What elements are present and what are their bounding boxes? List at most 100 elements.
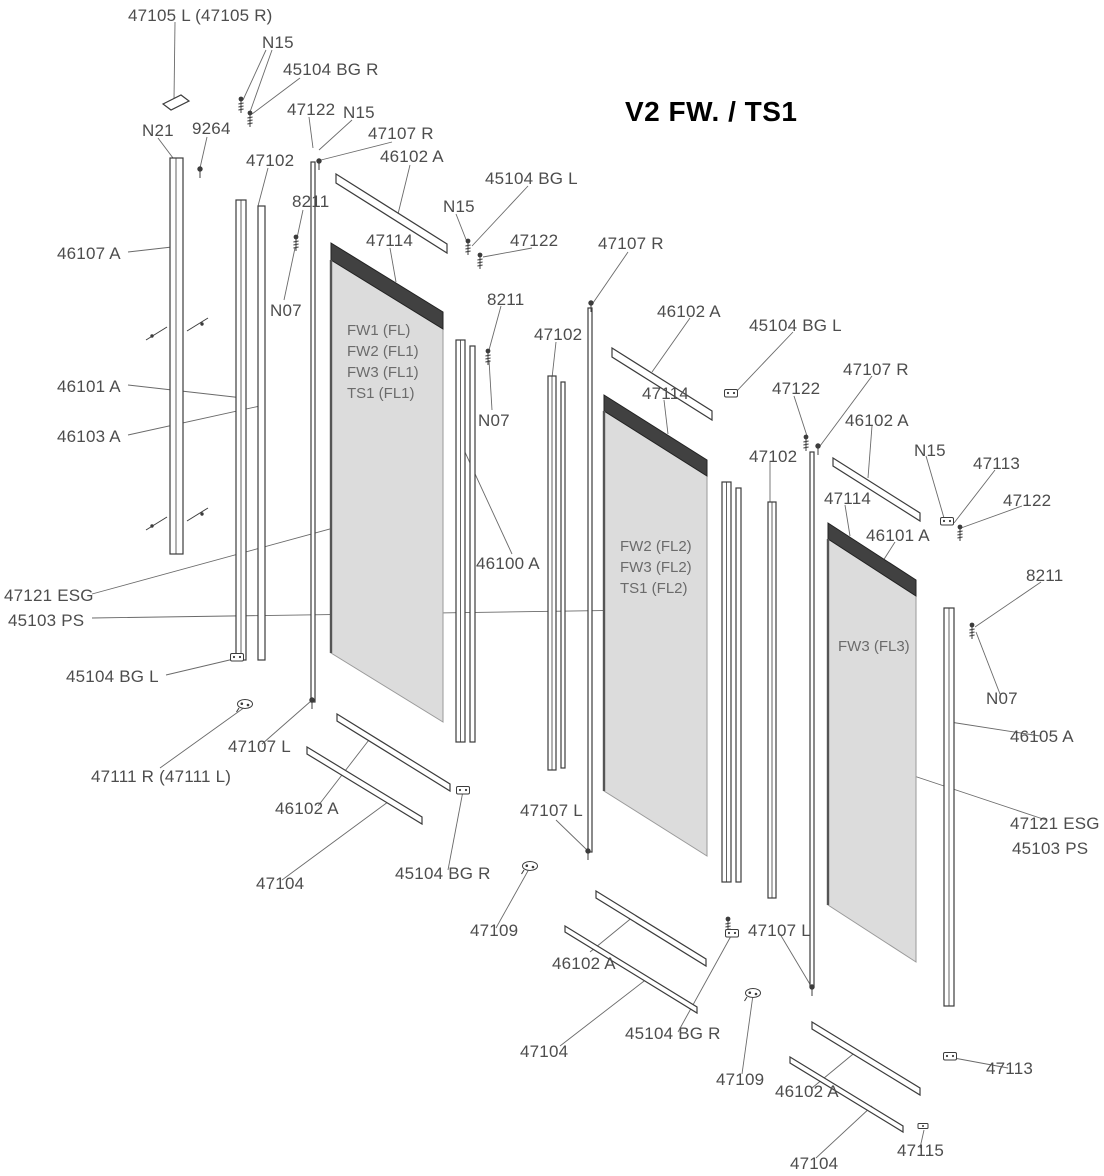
glass-panel-1-frame xyxy=(330,242,444,330)
hinge-47109-icon xyxy=(521,861,538,875)
bottom-rail-3 xyxy=(811,1020,921,1097)
bracket-47113-icon xyxy=(943,1052,957,1061)
bottom-rail-2 xyxy=(595,889,707,968)
part-label-46102-a: 46102 A xyxy=(275,799,339,818)
glass-marking-line: FW3 (FL3) xyxy=(838,638,910,655)
glass-marking-line: FW2 (FL2) xyxy=(620,538,692,555)
part-label-47109: 47109 xyxy=(470,921,519,940)
part-label-47121-esg: 47121 ESG xyxy=(4,586,94,605)
part-label-46105-a: 46105 A xyxy=(1010,727,1074,746)
part-label-45103-ps: 45103 PS xyxy=(8,611,85,630)
screw-47122-icon xyxy=(476,252,484,270)
part-label-46103-a: 46103 A xyxy=(57,427,121,446)
part-label-47107-l: 47107 L xyxy=(520,801,583,820)
part-label-45104-bg-r: 45104 BG R xyxy=(283,60,379,79)
glass-panel-1-marking: FW1 (FL) FW2 (FL1) FW3 (FL1) TS1 (FL1) xyxy=(347,320,419,404)
screw-n15-icon xyxy=(237,96,245,114)
pin-47107r-icon xyxy=(815,443,821,456)
part-label-47113: 47113 xyxy=(973,454,1021,473)
pin-47107r-icon xyxy=(316,158,322,171)
part-label-46100-a: 46100 A xyxy=(476,554,540,573)
part-label-n15: N15 xyxy=(262,33,294,52)
part-label-47104: 47104 xyxy=(520,1042,569,1061)
vertical-profiles xyxy=(161,94,955,1007)
part-label-46101-a: 46101 A xyxy=(866,526,930,545)
part-label-n21: N21 xyxy=(142,121,174,140)
part-label-46102-a: 46102 A xyxy=(552,954,616,973)
part-label-47105: 47105 L (47105 R) xyxy=(128,6,273,25)
part-label-8211: 8211 xyxy=(487,290,525,309)
part-label-n07: N07 xyxy=(986,689,1018,708)
part-label-47107-r: 47107 R xyxy=(368,124,434,143)
part-label-47109: 47109 xyxy=(716,1070,765,1089)
part-label-45104-bg-l: 45104 BG L xyxy=(485,169,578,188)
glass-marking-line: FW3 (FL2) xyxy=(620,559,692,576)
part-label-46107-a: 46107 A xyxy=(57,244,121,263)
part-label-47102: 47102 xyxy=(246,151,295,170)
glass-marking-line: TS1 (FL1) xyxy=(347,385,415,402)
glass-panel-2-frame xyxy=(603,394,708,477)
top-rail-1 xyxy=(335,172,448,255)
glass-panels xyxy=(329,242,917,963)
hinge-rod-3 xyxy=(809,451,815,987)
pin-47107l-icon xyxy=(809,984,815,997)
part-label-45104-bg-l: 45104 BG L xyxy=(66,667,159,686)
part-label-9264: 9264 xyxy=(192,119,231,138)
pin-47107l-icon xyxy=(309,697,315,710)
glass-marking-line: FW1 (FL) xyxy=(347,322,411,339)
part-label-n07: N07 xyxy=(478,411,510,430)
pin-9264-icon xyxy=(197,166,203,179)
part-label-47111: 47111 R (47111 L) xyxy=(91,767,232,786)
glass-marking-line: FW2 (FL1) xyxy=(347,343,419,360)
part-label-47107-r: 47107 R xyxy=(843,360,909,379)
part-label-47102: 47102 xyxy=(534,325,583,344)
screw-8211-icon xyxy=(484,348,492,366)
screw-8211-icon xyxy=(292,234,300,252)
screw-n15-icon xyxy=(464,238,472,256)
part-label-47113: 47113 xyxy=(986,1059,1034,1078)
part-label-47122: 47122 xyxy=(1003,491,1052,510)
part-label-47107-l: 47107 L xyxy=(748,921,811,940)
bracket-45104-icon xyxy=(456,786,470,795)
part-label-47114: 47114 xyxy=(824,489,872,508)
wall-profile-left xyxy=(169,157,184,555)
diagram-title: V2 FW. / TS1 xyxy=(625,96,798,127)
part-label-47104: 47104 xyxy=(790,1154,839,1173)
bottom-rail-1 xyxy=(336,712,451,793)
screw-8211-icon xyxy=(968,622,976,640)
part-label-47107-l: 47107 L xyxy=(228,737,291,756)
part-label-45104-bg-r: 45104 BG R xyxy=(625,1024,721,1043)
profile-46103 xyxy=(257,205,266,661)
bottom-sill-2 xyxy=(564,924,698,1015)
profile-mid-strip xyxy=(560,381,566,769)
part-label-47122: 47122 xyxy=(772,379,821,398)
horizontal-rails xyxy=(306,172,921,1134)
hinge-rod-2 xyxy=(587,307,593,853)
part-label-n15: N15 xyxy=(443,197,475,216)
profile-46100-strip xyxy=(469,345,476,743)
part-label-n07: N07 xyxy=(270,301,302,320)
top-rail-3 xyxy=(832,456,921,523)
hinge-rod-1 xyxy=(310,161,316,703)
cap-47115-icon xyxy=(917,1123,929,1129)
part-label-47122: 47122 xyxy=(287,100,336,119)
glass-marking-line: TS1 (FL2) xyxy=(620,580,688,597)
screw-47122-icon xyxy=(802,434,810,452)
part-label-n15: N15 xyxy=(914,441,946,460)
bracket-45104-icon xyxy=(725,929,739,938)
part-label-45104-bg-r: 45104 BG R xyxy=(395,864,491,883)
part-label-47121-esg: 47121 ESG xyxy=(1010,814,1100,833)
part-label-47107-r: 47107 R xyxy=(598,234,664,253)
bottom-sill-3 xyxy=(789,1055,904,1134)
part-label-47114: 47114 xyxy=(642,384,690,403)
profile-right-pair-b xyxy=(735,487,742,883)
part-label-8211: 8211 xyxy=(1026,566,1064,585)
screw-47122-icon xyxy=(956,524,964,542)
hinge-47111-icon xyxy=(236,699,253,713)
part-label-46102-a: 46102 A xyxy=(775,1082,839,1101)
break-marks xyxy=(145,317,209,531)
part-label-47115: 47115 xyxy=(897,1141,945,1160)
glass-panel-2 xyxy=(603,410,708,857)
